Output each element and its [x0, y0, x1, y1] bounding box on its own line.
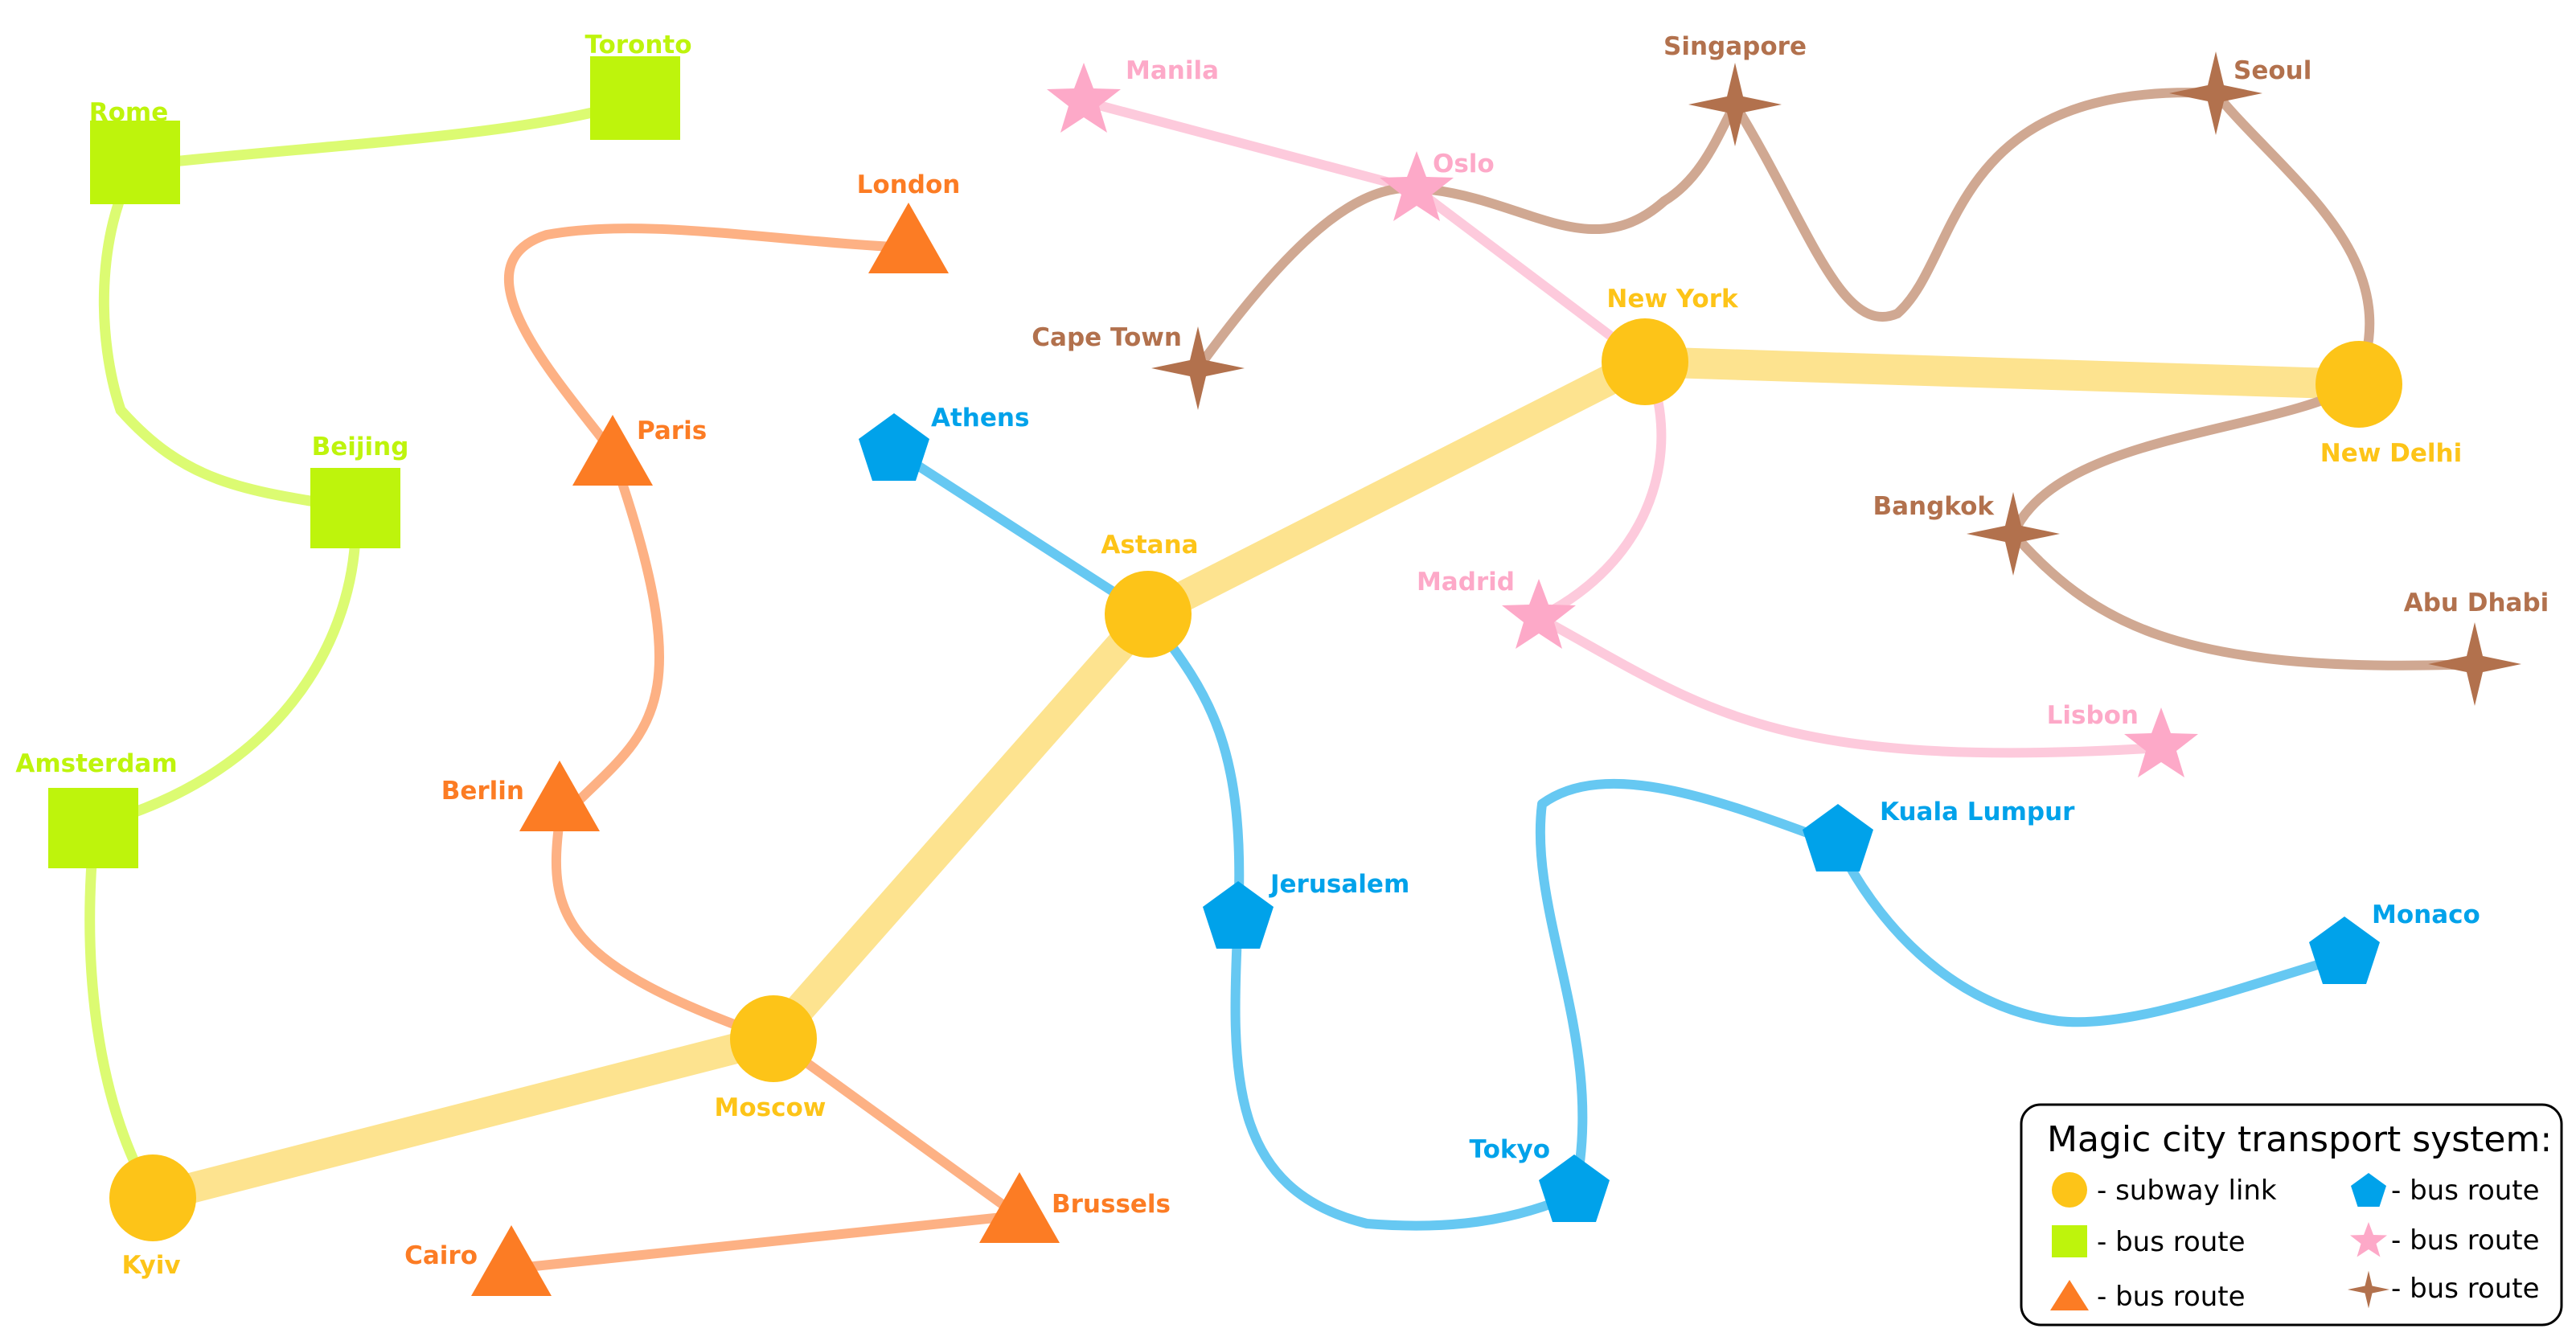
brussels-stop-marker: [979, 1172, 1060, 1243]
abu-dhabi-label: Abu Dhabi: [2404, 588, 2549, 617]
monaco-label: Monaco: [2372, 900, 2480, 929]
tokyo-stop-marker: [1539, 1154, 1610, 1222]
new-york-label: New York: [1606, 285, 1739, 314]
rome-stop-marker: [90, 121, 180, 204]
cape-town-label: Cape Town: [1032, 323, 1182, 352]
pink-bus-route: [1079, 96, 2166, 758]
brown-bus-route: [1193, 88, 2480, 670]
moscow-station-marker: [730, 995, 817, 1082]
legend-subway-icon: [2052, 1172, 2087, 1208]
manila-label: Manila: [1126, 56, 1219, 85]
jerusalem-label: Jerusalem: [1269, 870, 1409, 899]
singapore-stop-marker: [1688, 63, 1782, 146]
orange-bus-route: [503, 224, 1023, 1273]
legend-green-bus-label: - bus route: [2097, 1226, 2246, 1258]
paris-label: Paris: [637, 416, 707, 445]
astana-label: Astana: [1101, 531, 1198, 560]
legend-title: Magic city transport system:: [2047, 1119, 2552, 1160]
monaco-stop-marker: [2309, 917, 2380, 984]
beijing-stop-marker: [310, 468, 400, 548]
brussels-label: Brussels: [1052, 1190, 1171, 1219]
london-stop-marker: [868, 203, 949, 273]
beijing-label: Beijing: [312, 433, 409, 461]
new-york-station-marker: [1602, 318, 1688, 405]
legend-pink-bus-label: - bus route: [2391, 1224, 2540, 1257]
london-label: London: [857, 170, 961, 199]
amsterdam-stop-marker: [48, 788, 138, 868]
toronto-label: Toronto: [585, 31, 691, 59]
new-delhi-label: New Delhi: [2320, 439, 2462, 468]
bangkok-label: Bangkok: [1873, 492, 1995, 521]
tokyo-label: Tokyo: [1470, 1135, 1550, 1164]
legend-orange-bus-label: - bus route: [2097, 1281, 2246, 1313]
kyiv-label: Kyiv: [121, 1251, 180, 1280]
berlin-label: Berlin: [441, 777, 524, 806]
legend-brown-bus-label: - bus route: [2391, 1273, 2540, 1305]
rome-label: Rome: [89, 98, 169, 127]
athens-label: Athens: [931, 404, 1029, 433]
legend-blue-bus-label: - bus route: [2391, 1175, 2540, 1207]
jerusalem-stop-marker: [1203, 881, 1274, 949]
legend: Magic city transport system: - subway li…: [2020, 1103, 2563, 1327]
toronto-stop-marker: [590, 56, 680, 140]
athens-stop-marker: [859, 413, 929, 481]
abu-dhabi-stop-marker: [2428, 622, 2521, 706]
legend-green-bus-icon: [2052, 1225, 2087, 1257]
amsterdam-label: Amsterdam: [15, 749, 177, 778]
new-delhi-station-marker: [2316, 341, 2402, 428]
cairo-stop-marker: [471, 1225, 552, 1296]
astana-station-marker: [1105, 571, 1192, 658]
oslo-label: Oslo: [1433, 150, 1495, 178]
singapore-label: Singapore: [1663, 32, 1807, 61]
cairo-label: Cairo: [404, 1241, 478, 1270]
legend-orange-bus-icon: [2050, 1280, 2089, 1310]
moscow-label: Moscow: [715, 1093, 827, 1122]
green-bus-route: [84, 96, 641, 1204]
legend-box: [2020, 1103, 2563, 1327]
kuala-lumpur-label: Kuala Lumpur: [1880, 798, 2075, 826]
manila-stop-marker: [1047, 63, 1121, 133]
kyiv-station-marker: [109, 1154, 196, 1241]
blue-bus-route-1: [889, 445, 2349, 1231]
seoul-label: Seoul: [2233, 56, 2311, 85]
kuala-lumpur-stop-marker: [1803, 804, 1873, 871]
legend-subway-label: - subway link: [2097, 1175, 2277, 1207]
madrid-label: Madrid: [1417, 568, 1515, 597]
lisbon-label: Lisbon: [2047, 701, 2139, 730]
